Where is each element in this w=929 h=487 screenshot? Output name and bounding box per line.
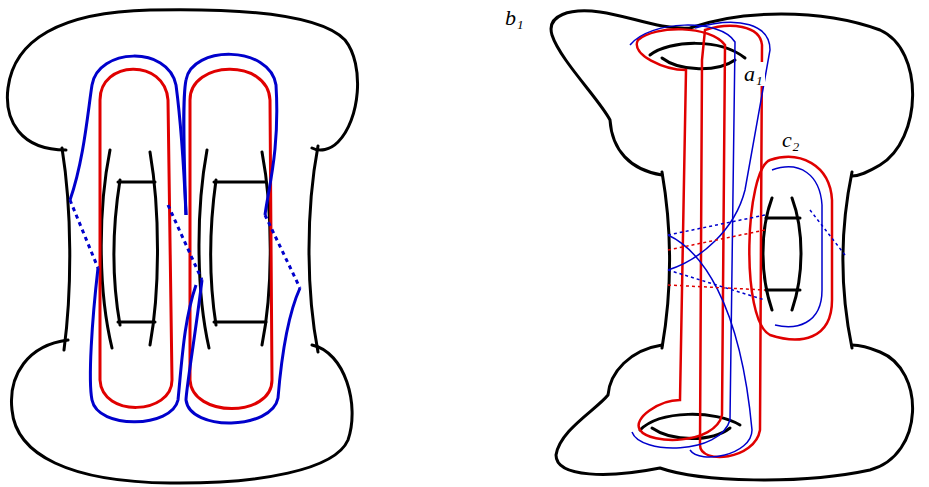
curve-label: a₁: [742, 62, 765, 86]
curve-label: c₂: [780, 128, 801, 152]
curve-label: b₁: [503, 6, 526, 30]
